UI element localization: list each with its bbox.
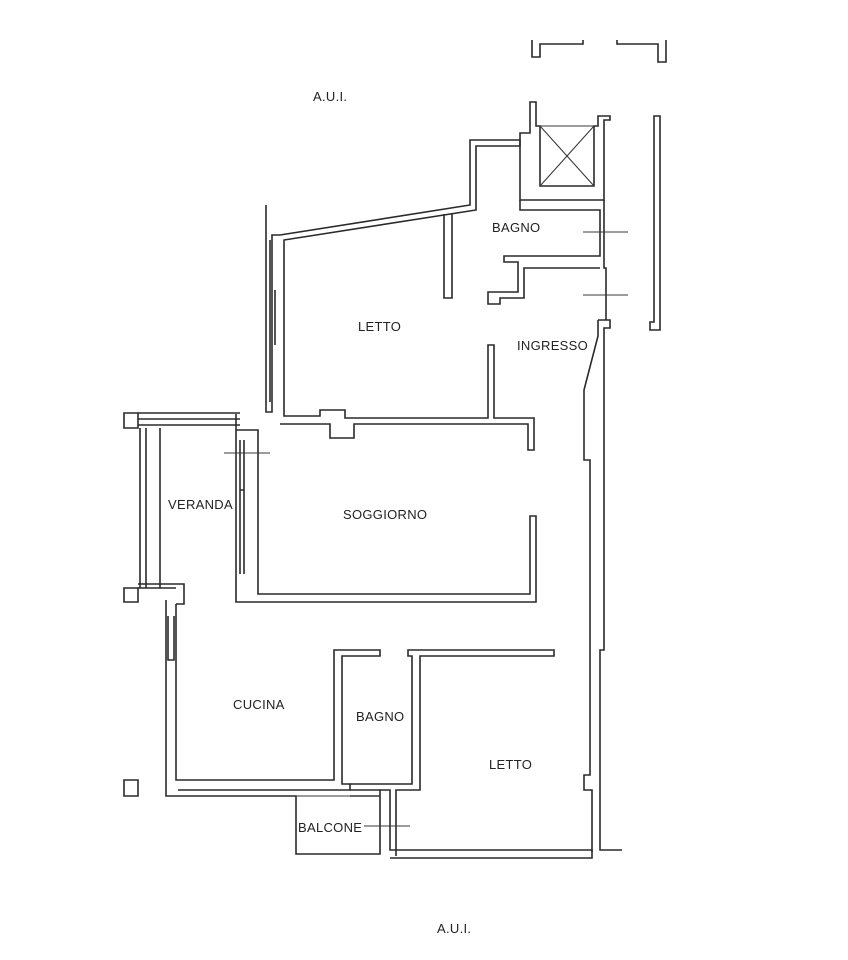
veranda-label: VERANDA: [168, 497, 233, 512]
bedroom-top-label: LETTO: [358, 319, 402, 334]
entrance-label: INGRESSO: [517, 338, 589, 353]
bathroom-bottom-label: BAGNO: [356, 709, 405, 724]
top-right-wall-fragments: [531, 40, 667, 331]
upper-bedroom-walls: [265, 139, 535, 451]
aui-top-label: A.U.I.: [313, 89, 348, 104]
bedroom-bottom-label: LETTO: [489, 757, 533, 772]
elevator-shaft: [519, 101, 611, 201]
living-room-label: SOGGIORNO: [343, 507, 428, 522]
veranda-walls: [123, 412, 537, 605]
kitchen-label: CUCINA: [233, 697, 285, 712]
balcony-label: BALCONE: [298, 820, 363, 835]
right-exterior-wall: [583, 319, 622, 852]
aui-bottom-label: A.U.I.: [437, 921, 472, 936]
lower-bathroom-walls: [296, 649, 555, 856]
upper-bathroom-walls: [487, 200, 628, 320]
bathroom-top-label: BAGNO: [492, 220, 541, 235]
